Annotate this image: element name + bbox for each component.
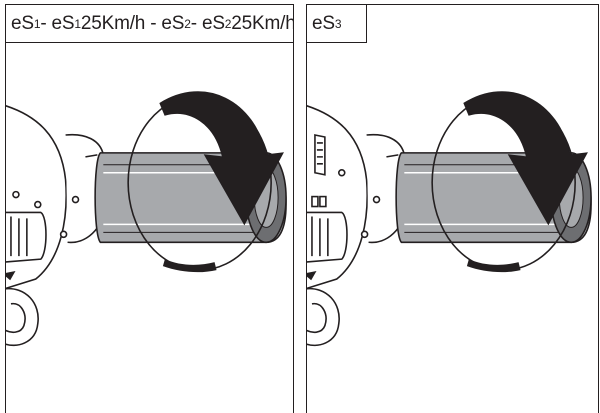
label-text: 25Km/h xyxy=(231,12,294,34)
label-subscript: 1 xyxy=(74,16,81,31)
switch-housing xyxy=(6,105,107,347)
rotation-arrow-icon xyxy=(127,91,284,273)
switch-housing xyxy=(307,105,408,347)
throttle-illustration-left xyxy=(6,91,287,347)
label-subscript: 2 xyxy=(184,16,191,31)
label-text: eS xyxy=(312,12,335,34)
label-subscript: 1 xyxy=(33,16,41,31)
label-text: - eS xyxy=(40,12,75,34)
throttle-illustration-right xyxy=(307,91,592,347)
label-subscript: 2 xyxy=(224,16,232,31)
label-text: eS xyxy=(11,12,34,34)
label-subscript: 3 xyxy=(334,16,342,31)
rotation-arrow-icon xyxy=(431,91,588,273)
label-text: 25Km/h - eS xyxy=(80,12,185,34)
label-text: - eS xyxy=(190,12,225,34)
